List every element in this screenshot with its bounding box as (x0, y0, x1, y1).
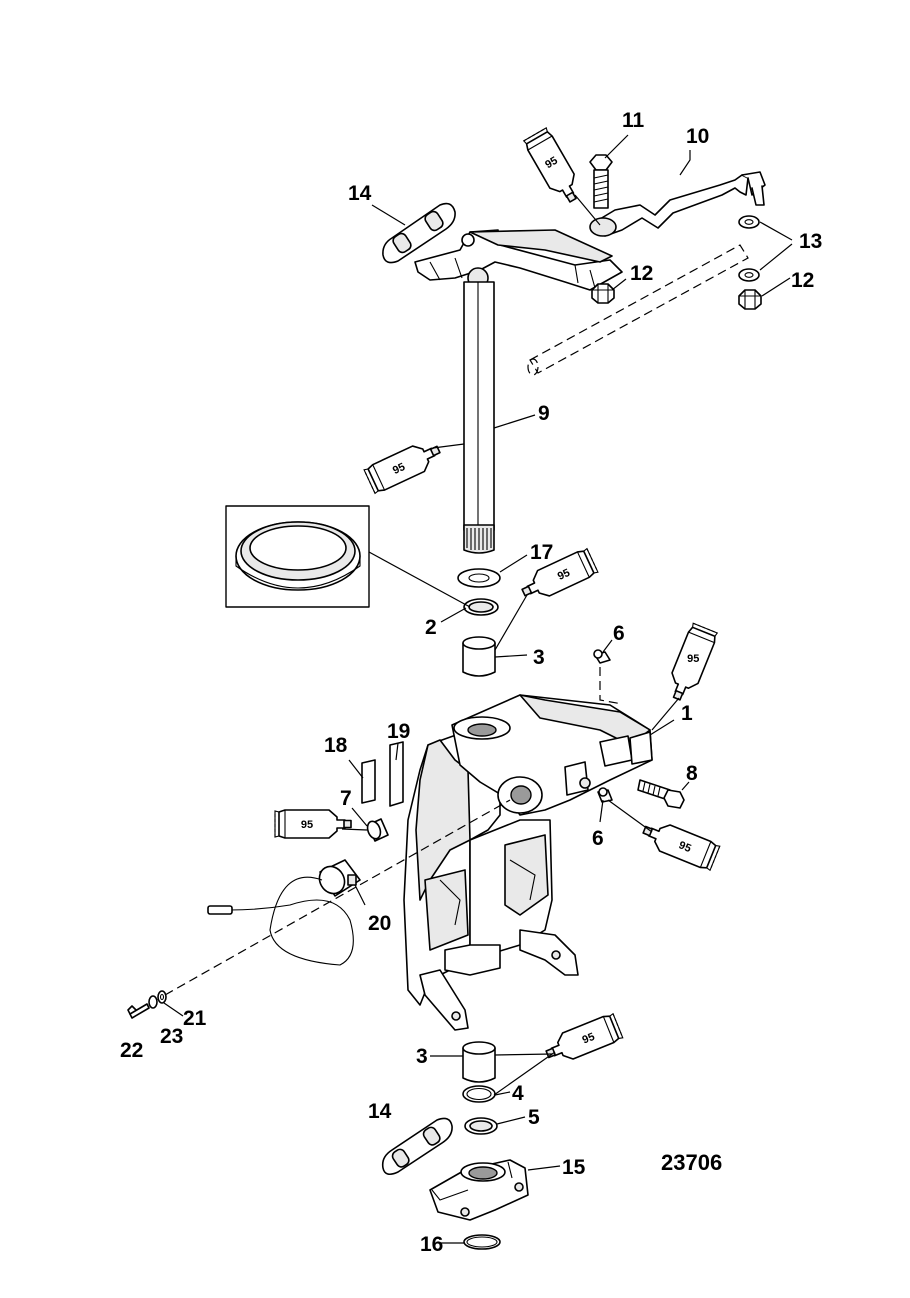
svg-text:95: 95 (543, 155, 560, 172)
pad-part-14-bottom (381, 1117, 453, 1176)
leader-lines (163, 134, 793, 1244)
callout-14-top: 14 (348, 182, 372, 205)
retaining-ring-part-16 (463, 1234, 501, 1250)
callout-15: 15 (562, 1156, 586, 1179)
lower-yoke-part-15 (429, 1159, 529, 1221)
callout-13: 13 (799, 230, 822, 253)
callout-17: 17 (530, 541, 553, 564)
grease-fitting-part-6-lower (597, 787, 613, 803)
nut-part-12-left (591, 283, 615, 304)
bushing-part-7 (366, 818, 389, 842)
lubricant-tube-bottom: 95 (541, 1011, 624, 1069)
bushing-part-3-lower (462, 1041, 496, 1083)
steering-arm-assembly (414, 229, 623, 291)
lubricant-tube-upper-right: 95 (662, 622, 720, 705)
lubricant-tube-shaft: 95 (362, 435, 446, 496)
pad-part-14-top (382, 202, 456, 264)
seal-detail-inset (225, 505, 370, 608)
callout-14-bottom: 14 (368, 1100, 392, 1123)
washer-part-17 (457, 568, 501, 588)
steering-shaft-part-9 (463, 281, 495, 554)
callout-23: 23 (160, 1025, 183, 1048)
lubricant-tube-mid: 95 (516, 546, 600, 607)
callout-11: 11 (622, 109, 645, 132)
callout-9: 9 (538, 402, 550, 425)
washer-part-21 (157, 990, 167, 1004)
seal-part-5 (464, 1117, 498, 1135)
grease-fitting-part-6-upper (593, 649, 611, 664)
callout-2: 2 (425, 616, 437, 639)
callout-12-left: 12 (630, 262, 653, 285)
link-rod-part-10 (589, 171, 766, 237)
bolt-part-11 (589, 154, 613, 209)
bushing-part-3-upper (462, 636, 496, 677)
callout-3-upper: 3 (533, 646, 545, 669)
svg-text:95: 95 (391, 461, 407, 477)
callout-7: 7 (340, 787, 352, 810)
washer-part-13 (738, 215, 760, 282)
tie-bar-phantom (527, 244, 749, 376)
bolt-part-8 (637, 779, 685, 809)
screw-part-22 (127, 1003, 150, 1019)
callout-12-right: 12 (791, 269, 814, 292)
lubricant-tube-left: 95 (274, 809, 352, 839)
callout-8: 8 (686, 762, 698, 785)
fitting-path (599, 667, 623, 705)
callout-21: 21 (183, 1007, 207, 1030)
lubricant-tube-top: 95 (522, 126, 586, 208)
svg-text:95: 95 (556, 567, 572, 583)
nut-part-12-right (738, 289, 762, 310)
callout-20: 20 (368, 912, 391, 935)
figure-number: 23706 (661, 1150, 722, 1175)
washer-part-4 (462, 1085, 496, 1103)
callout-22: 22 (120, 1039, 143, 1062)
svg-text:95: 95 (581, 1031, 597, 1047)
callout-18: 18 (324, 734, 348, 757)
callout-3-lower: 3 (416, 1045, 428, 1068)
callout-5: 5 (528, 1106, 540, 1129)
svg-text:95: 95 (677, 839, 693, 855)
assembly-centerline (164, 799, 511, 996)
lubricant-tube-right: 95 (638, 815, 721, 873)
decal-part-18 (361, 759, 376, 804)
callout-4: 4 (512, 1082, 524, 1105)
svg-text:95: 95 (301, 819, 313, 831)
callout-10: 10 (686, 125, 709, 148)
callout-16: 16 (420, 1233, 443, 1256)
washer-part-23 (148, 995, 158, 1009)
callout-19: 19 (387, 720, 410, 743)
callout-labels: 14 11 10 12 13 12 9 17 2 3 6 1 18 19 7 8… (120, 109, 822, 1256)
callout-6-upper: 6 (613, 622, 625, 645)
callout-1: 1 (681, 702, 693, 725)
decal-part-19 (389, 741, 404, 807)
sensor-part-20 (207, 859, 361, 966)
svg-text:95: 95 (687, 653, 699, 665)
swivel-bracket-part-1 (403, 694, 653, 1031)
callout-6-lower: 6 (592, 827, 604, 850)
